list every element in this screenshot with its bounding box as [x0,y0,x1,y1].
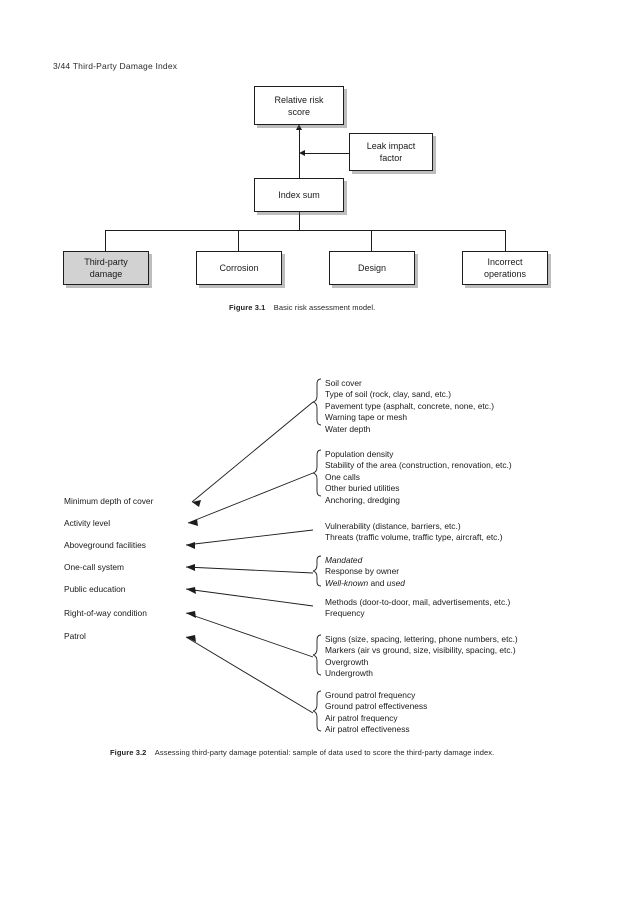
connector-drop-design [371,230,372,252]
label-aboveground-facilities: Aboveground facilities [64,540,146,550]
arrowhead-public-education [186,587,196,594]
group-item: Signs (size, spacing, lettering, phone n… [325,634,518,644]
group-item: Stability of the area (construction, ren… [325,460,512,471]
label-activity-level: Activity level [64,518,111,528]
group-item: Methods (door-to-door, mail, advertiseme… [325,597,511,607]
box-relative-risk-score-text: Relative risk score [274,94,324,117]
group-patrol-items: Ground patrol frequency Ground patrol ef… [325,690,427,736]
arrowhead-activity-level [188,519,198,526]
arrowhead-leak-impact-factor [299,150,305,156]
connector-drop-third-party-damage [105,230,106,252]
arrowhead-one-call-system [186,564,195,571]
leader-patrol [185,636,314,714]
leader-arrowheads [186,500,201,642]
group-item: Overgrowth [325,656,369,667]
brace-depth-of-cover [312,378,322,426]
arrowhead-to-relative-risk-score [296,124,302,130]
group-item-italic-used: used [386,577,405,588]
leader-right-of-way-condition [185,612,314,658]
connector-bus-horizontal [105,230,505,231]
connector-index-sum-down [299,212,300,231]
group-one-call-system-items: Mandated Response by owner Well-known an… [325,555,405,589]
connector-leak-impact-to-trunk [305,153,350,154]
box-design-text: Design [357,263,386,273]
group-item: Ground patrol effectiveness [325,701,428,712]
leader-one-call-system [185,566,314,574]
connector-index-sum-to-risk-score [299,130,300,182]
group-item: Undergrowth [325,668,373,679]
box-relative-risk-score: Relative risk score [254,86,344,125]
figure-3-1: Relative risk score Leak impact factor I… [0,0,644,330]
group-item: Warning tape or mesh [325,412,408,423]
group-item: Soil cover [325,378,362,388]
connector-drop-corrosion [238,230,239,252]
group-item-well-known-and-used: Well-known and used [325,577,405,588]
box-corrosion: Corrosion [196,251,282,285]
group-item: Pavement type (asphalt, concrete, none, … [325,400,494,411]
group-item: Markers (air vs ground, size, visibility… [325,645,516,656]
group-item: Other buried utilities [325,483,400,494]
connector-drop-incorrect-operations [505,230,506,252]
box-design: Design [329,251,415,285]
group-item: Water depth [325,423,371,434]
group-right-of-way-condition-items: Signs (size, spacing, lettering, phone n… [325,634,518,680]
brace-right-of-way-condition [312,634,322,676]
figure-3-2-caption: Figure 3.2 Assessing third-party damage … [110,748,494,757]
box-leak-impact-factor: Leak impact factor [349,133,433,171]
figure-3-1-caption-text: Basic risk assessment model. [273,303,376,312]
group-item: Anchoring, dredging [325,494,400,505]
box-incorrect-operations-text: Incorrect operations [483,257,527,279]
label-public-education: Public education [64,584,126,594]
leader-aboveground-facilities [185,529,314,546]
arrowhead-minimum-depth-of-cover [192,500,201,507]
group-item: Population density [325,449,394,459]
arrowhead-patrol [186,635,196,642]
group-public-education-items: Methods (door-to-door, mail, advertiseme… [325,597,510,620]
figure-3-2-caption-text: Assessing third-party damage potential: … [154,748,495,757]
group-item-italic-well-known: Well-known [325,577,369,588]
group-item: Threats (traffic volume, traffic type, a… [325,532,503,543]
box-corrosion-text: Corrosion [219,263,259,273]
group-item: One calls [325,471,360,482]
box-third-party-damage-text: Third-party damage [84,257,128,279]
label-patrol: Patrol [64,631,86,641]
group-item: Vulnerability (distance, barriers, etc.) [325,521,461,531]
group-item: Frequency [325,608,365,619]
group-activity-level-items: Population density Stability of the area… [325,449,512,506]
label-one-call-system: One-call system [64,562,125,572]
leader-public-education [185,588,314,607]
label-minimum-depth-of-cover: Minimum depth of cover [64,496,154,506]
group-item: Ground patrol frequency [325,690,416,700]
figure-3-1-caption-label: Figure 3.1 [229,303,266,312]
box-index-sum: Index sum [254,178,344,212]
label-right-of-way-condition: Right-of-way condition [64,608,147,618]
brace-patrol [312,690,322,732]
arrowhead-right-of-way-condition [186,611,196,618]
box-index-sum-text: Index sum [278,190,320,200]
brace-activity-level [312,449,322,497]
figure-3-2-caption-label: Figure 3.2 [110,748,147,757]
group-item: Air patrol frequency [325,712,398,723]
group-aboveground-facilities-items: Vulnerability (distance, barriers, etc.)… [325,521,502,544]
arrowhead-aboveground-facilities [186,542,195,549]
leader-minimum-depth-of-cover [191,401,314,503]
box-leak-impact-factor-text: Leak impact factor [366,141,416,163]
running-head: 3/44 Third-Party Damage Index [53,61,178,71]
box-third-party-damage: Third-party damage [63,251,149,285]
group-depth-of-cover-items: Soil cover Type of soil (rock, clay, san… [325,378,494,435]
box-incorrect-operations: Incorrect operations [462,251,548,285]
group-item: Air patrol effectiveness [325,724,410,735]
leader-activity-level [187,472,314,524]
group-item: Mandated [325,555,363,565]
group-item: Type of soil (rock, clay, sand, etc.) [325,389,451,400]
figure-3-1-caption: Figure 3.1 Basic risk assessment model. [229,303,375,312]
brace-one-call-system [312,555,322,587]
group-item: Response by owner [325,566,400,577]
